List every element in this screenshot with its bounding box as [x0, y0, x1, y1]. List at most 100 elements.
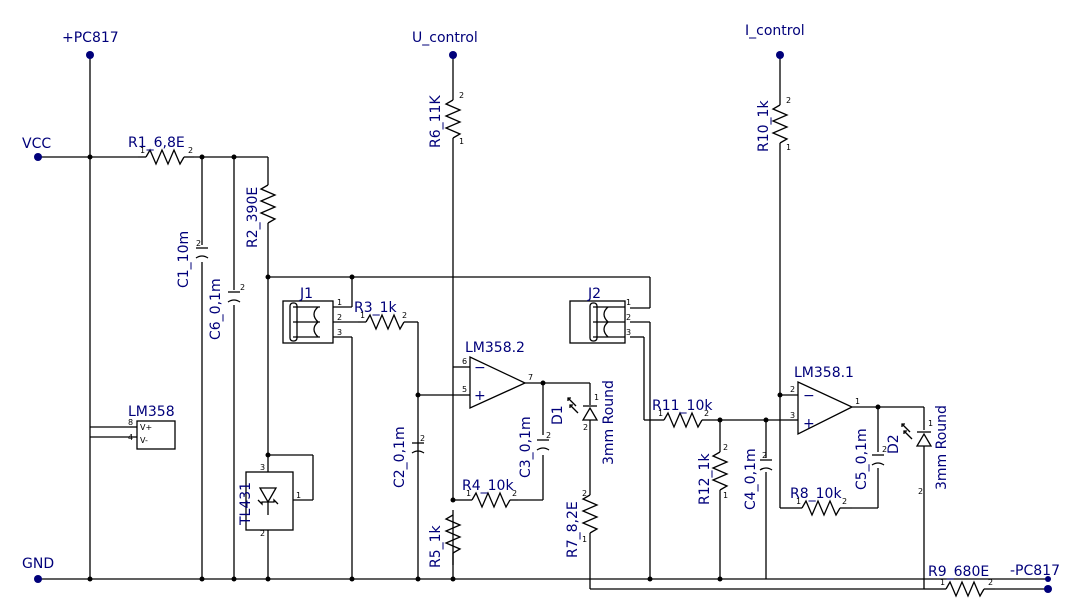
opamp2-minus-label: −: [474, 360, 486, 376]
net-pc817-plus: +PC817: [62, 30, 119, 46]
r12-label: R12_1k: [697, 453, 713, 505]
opamp-lm358-1: − + 2 3 1 LM358.1: [790, 365, 860, 436]
resistor-r8: 1 2 R8_10k: [790, 486, 852, 517]
resistor-r7: 2 1 R7_8,2E: [565, 488, 599, 558]
j2-pin1-label: 1: [626, 298, 631, 307]
c3-label: C3_0,1m: [518, 416, 534, 478]
r9-pin2-label: 2: [988, 578, 993, 587]
r10-pin2-label: 2: [786, 96, 791, 105]
resistor-r9: 1 2 R9_680E: [928, 564, 995, 598]
opamp2-label: LM358.2: [465, 340, 525, 356]
net-u-control: U_control: [412, 30, 478, 46]
r11-pin1-label: 1: [658, 409, 663, 418]
pc817-plus-port-icon: [86, 51, 94, 59]
r3-label: R3_1k: [354, 300, 398, 316]
wires: [38, 55, 1048, 590]
lm358-power-label: LM358: [128, 404, 175, 420]
net-i-control: I_control: [745, 23, 805, 39]
led-d2-icon: 1 2 D2 3mm Round: [886, 405, 950, 496]
tl431-pin1-label: 1: [296, 491, 301, 500]
r6-label: R6_11K: [428, 95, 444, 148]
net-gnd: GND: [22, 556, 54, 572]
opamp2-pin5-label: 5: [462, 385, 467, 394]
net-ports: +PC817 U_control I_control VCC GND -PC81…: [22, 23, 1060, 593]
r1-pin2-label: 2: [188, 146, 193, 155]
tl431-label: TL431: [238, 482, 254, 526]
c5-label: C5_0,1m: [854, 428, 870, 490]
resistor-r2: R2_390E: [245, 175, 277, 248]
c1-label: C1_10m: [176, 231, 192, 288]
r1-label: R1_6,8E: [128, 135, 185, 151]
tl431-pin3-label: 3: [260, 463, 265, 472]
i-control-port-icon: [776, 51, 784, 59]
capacitor-c4: 2 C4_0,1m: [743, 448, 773, 510]
resistor-r11: 1 2 R11_10k: [652, 398, 713, 429]
r6-pin1-label: 1: [459, 137, 464, 146]
c4-pin2-label: 2: [762, 451, 767, 460]
r4-pin1-label: 1: [466, 489, 471, 498]
r8-pin1-label: 1: [796, 497, 801, 506]
r7-pin2-label: 2: [582, 489, 587, 498]
j2-label: J2: [587, 286, 601, 302]
opamp1-plus-label: +: [803, 416, 815, 432]
pc817-minus-port-icon: [1044, 585, 1052, 593]
d1-pin1-label: 1: [594, 393, 599, 402]
r9-pin1-label: 1: [940, 578, 945, 587]
r8-label: R8_10k: [790, 486, 842, 502]
resistor-r12: 2 1 R12_1k: [697, 442, 729, 505]
opamp1-minus-label: −: [803, 388, 815, 404]
c1-pin2-label: 2: [196, 239, 201, 248]
c5-pin2-label: 2: [882, 445, 887, 454]
r7-label: R7_8,2E: [565, 501, 581, 558]
capacitor-c6: 2 C6_0,1m: [208, 278, 245, 340]
j1-pin1-label: 1: [337, 298, 342, 307]
d1-type-label: 3mm Round: [601, 380, 617, 465]
d2-type-label: 3mm Round: [934, 405, 950, 490]
capacitor-c3: 2 C3_0,1m: [518, 416, 551, 478]
c2-label: C2_0,1m: [392, 426, 408, 488]
vplus-label: V+: [140, 423, 152, 432]
gnd-port-icon: [34, 575, 42, 583]
d2-pin2-label: 2: [918, 487, 923, 496]
opamp1-pin1-label: 1: [855, 397, 860, 406]
r10-label: R10_1k: [756, 100, 772, 152]
opamp1-pin3-label: 3: [790, 411, 795, 420]
net-vcc: VCC: [22, 136, 51, 152]
junctions: [87, 154, 881, 582]
r12-pin2-label: 2: [723, 443, 728, 452]
r11-pin2-label: 2: [704, 409, 709, 418]
resistor-r5: R5_1k: [428, 514, 462, 568]
r12-pin1-label: 1: [723, 491, 728, 500]
capacitor-c5: 2 C5_0,1m: [854, 428, 887, 490]
resistor-r3: 1 2 R3_1k: [354, 300, 408, 331]
r6-pin2-label: 2: [459, 91, 464, 100]
j2-pin2-label: 2: [626, 313, 631, 322]
j1-pin2-label: 2: [337, 313, 342, 322]
opamp1-label: LM358.1: [794, 365, 854, 381]
c2-pin2-label: 2: [420, 434, 425, 443]
u-control-port-icon: [449, 51, 457, 59]
r5-label: R5_1k: [428, 524, 444, 568]
j1-label: J1: [299, 286, 313, 302]
r9-label: R9_680E: [928, 564, 989, 580]
resistor-r4: 1 2 R4_10k: [462, 478, 518, 509]
opamp-lm358-2: − + 6 5 7 LM358.2: [460, 340, 533, 410]
r4-pin2-label: 2: [512, 489, 517, 498]
opamp2-pin6-label: 6: [462, 357, 467, 366]
opamp1-pin2-label: 2: [790, 385, 795, 394]
net-pc817-minus: -PC817: [1010, 563, 1060, 579]
opamp2-plus-label: +: [474, 388, 486, 404]
r10-pin1-label: 1: [786, 143, 791, 152]
vminus-label: V-: [140, 436, 148, 445]
c4-label: C4_0,1m: [743, 448, 759, 510]
j2-pin3-label: 3: [626, 328, 631, 337]
lm358-power-block: V+ V- 8 4 LM358: [128, 404, 176, 450]
gnd-right-port-icon: [1045, 576, 1051, 582]
power-pin8-label: 8: [128, 418, 133, 427]
r8-pin2-label: 2: [842, 497, 847, 506]
resistor-r6: 2 1 R6_11K: [428, 91, 464, 148]
r3-pin1-label: 1: [360, 311, 365, 320]
led-d1-icon: 1 2 D1 3mm Round: [550, 380, 617, 465]
d2-pin1-label: 1: [928, 419, 933, 428]
